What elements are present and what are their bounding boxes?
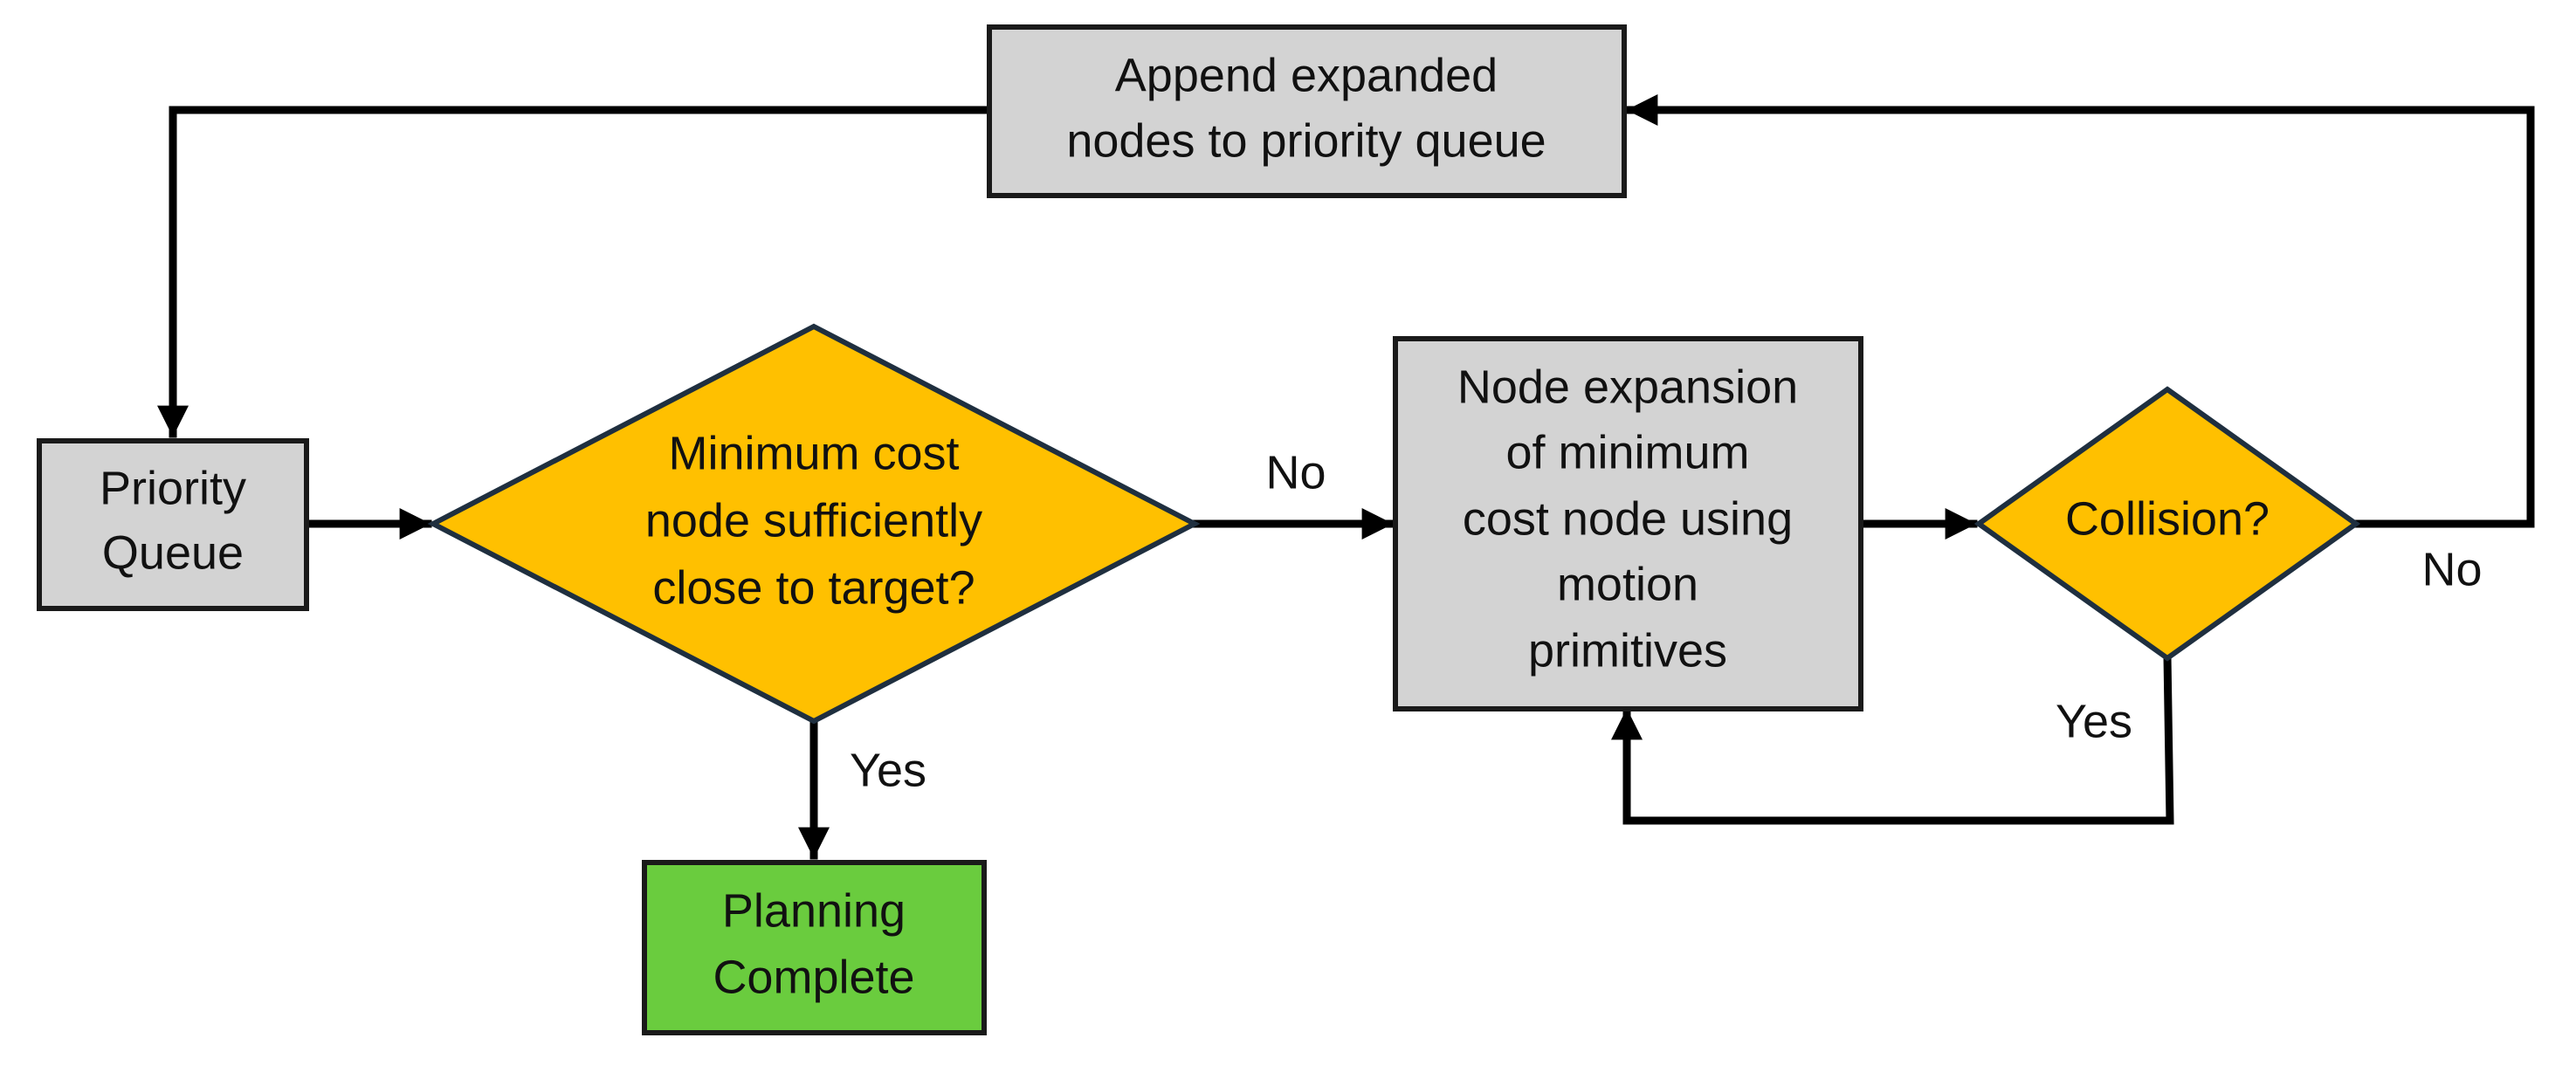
edge-label-collision-yes: Yes bbox=[2056, 695, 2132, 747]
planning-complete-box bbox=[642, 860, 987, 1035]
min-cost-decision-diamond bbox=[427, 323, 1201, 725]
edge-collision-yes-to-expansion bbox=[1611, 652, 2174, 825]
edge-collision-no-to-append bbox=[1625, 94, 2535, 528]
node-expansion-box bbox=[1393, 336, 1863, 711]
node-expansion-line-1: Node expansion bbox=[1457, 361, 1798, 413]
edge-label-decision-no: No bbox=[1265, 446, 1326, 498]
collision-decision-label: Collision? bbox=[2065, 492, 2269, 545]
planning-complete-line-2: Complete bbox=[713, 951, 914, 1003]
append-node-line-2: nodes to priority queue bbox=[1066, 114, 1546, 167]
append-node: Append expanded nodes to priority queue bbox=[987, 24, 1627, 198]
edge-label-collision-no: No bbox=[2421, 543, 2482, 595]
collision-decision-diamond bbox=[1973, 386, 2361, 662]
append-node-box bbox=[987, 24, 1627, 198]
min-cost-decision-line-1: Minimum cost bbox=[668, 427, 959, 479]
node-expansion-line-4: motion bbox=[1557, 558, 1698, 610]
planning-complete-line-1: Planning bbox=[722, 884, 906, 937]
edge-label-decision-yes: Yes bbox=[850, 744, 926, 796]
min-cost-decision-line-2: node sufficiently bbox=[645, 494, 982, 546]
planning-complete-node: Planning Complete bbox=[642, 860, 987, 1035]
priority-queue-node: Priority Queue bbox=[37, 438, 309, 611]
node-expansion-node: Node expansion of minimum cost node usin… bbox=[1393, 336, 1863, 711]
min-cost-decision-line-3: close to target? bbox=[652, 561, 975, 614]
append-node-line-1: Append expanded bbox=[1115, 49, 1498, 101]
edge-append-to-priority-queue bbox=[157, 106, 994, 438]
node-expansion-line-3: cost node using bbox=[1463, 492, 1793, 545]
priority-queue-box bbox=[37, 438, 309, 611]
priority-queue-line-2: Queue bbox=[102, 526, 244, 579]
node-expansion-line-5: primitives bbox=[1528, 624, 1727, 677]
min-cost-decision-node: Minimum cost node sufficiently close to … bbox=[427, 323, 1201, 725]
priority-queue-line-1: Priority bbox=[100, 462, 246, 514]
node-expansion-line-2: of minimum bbox=[1505, 426, 1749, 478]
collision-decision-node: Collision? bbox=[1973, 386, 2361, 662]
